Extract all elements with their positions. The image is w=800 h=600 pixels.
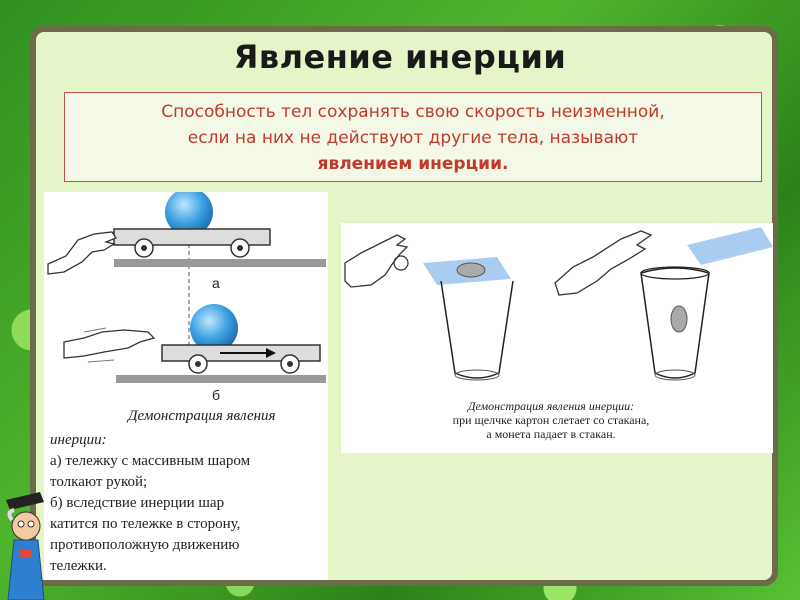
hand-flick-icon [344, 234, 409, 288]
item-a-line-1: а) тележку с массивным шаром [50, 453, 251, 469]
right-caption-line-2: а монета падает в стакан. [486, 427, 616, 441]
hand-motion-icon [63, 329, 156, 359]
glass-right [640, 267, 710, 379]
left-caption-list: инерции: а) тележку с массивным шаром то… [50, 430, 326, 577]
hand-after-flick-icon [554, 230, 653, 296]
definition-line-1: Способность тел сохранять свою скорость … [161, 102, 665, 122]
track-top [114, 259, 326, 267]
coin-top-icon [456, 262, 486, 278]
right-caption-title: Демонстрация явления инерции: [467, 399, 635, 413]
track-bottom [116, 375, 326, 383]
ball-bottom-icon [190, 304, 238, 352]
glass-coin-illustration [344, 227, 773, 381]
right-figure-panel: Демонстрация явления инерции: при щелчке… [341, 223, 773, 453]
item-b-line-4: тележки. [50, 558, 107, 574]
label-a: а [212, 275, 220, 291]
item-b-line-3: противоположную движению [50, 537, 240, 553]
right-caption: Демонстрация явления инерции: при щелчке… [421, 399, 681, 441]
left-figure-panel: а б Демонстрация явления инерции: а) тел… [44, 188, 328, 580]
item-b-line-2: катится по тележке в сторону, [50, 516, 241, 532]
cart-illustration: а б [47, 188, 326, 403]
label-b: б [212, 387, 220, 402]
item-a-line-2: толкают рукой; [50, 474, 148, 490]
arrow-right-icon [266, 348, 276, 358]
left-caption-title: Демонстрация явления [128, 408, 276, 424]
ball-top-icon [165, 188, 213, 236]
item-b-line-1: б) вследствие инерции шар [50, 495, 225, 511]
right-caption-line-1: при щелчке картон слетает со стакана, [452, 413, 650, 427]
glass-left [440, 280, 514, 379]
hand-pushing-icon [47, 231, 117, 275]
definition-line-2: если на них не действуют другие тела, на… [187, 128, 639, 148]
definition-term: явлением инерции. [65, 151, 761, 177]
professor-mascot-icon [6, 492, 45, 600]
definition-term-bold: явлением инерции. [317, 154, 509, 174]
definition-box: Способность тел сохранять свою скорость … [64, 92, 762, 182]
left-caption-title-2: инерции: [50, 432, 107, 448]
card-right-flying [687, 227, 773, 265]
coin-falling-icon [670, 305, 688, 333]
slide-title: Явление инерции [233, 38, 567, 76]
